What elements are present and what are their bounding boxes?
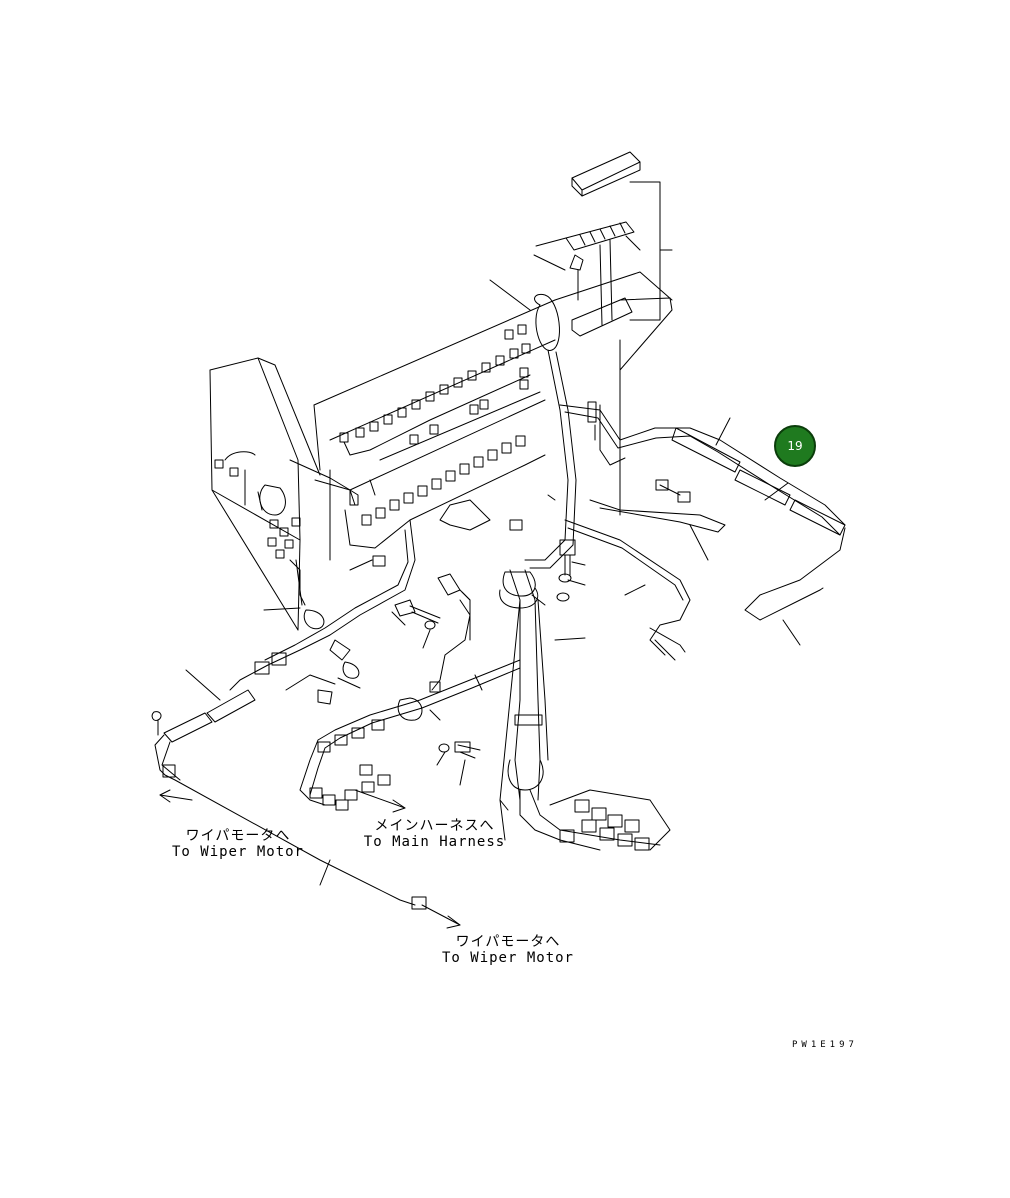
relay-row-upper <box>340 325 530 455</box>
main-harness-label: メインハーネスへ To Main Harness <box>362 818 507 850</box>
wiper-motor-label-left: ワイパモータへ To Wiper Motor <box>168 828 308 860</box>
callout-number: 19 <box>787 439 803 453</box>
relay-box <box>290 272 672 560</box>
wiper-motor-label-left-en: To Wiper Motor <box>171 844 304 860</box>
drawing-code: PW1E197 <box>792 1040 858 1050</box>
relay-row-lower <box>345 436 545 566</box>
callout-marker-19[interactable]: 19 <box>774 425 816 467</box>
direction-arrows <box>160 790 460 928</box>
wiper-motor-label-bottom-jp: ワイパモータへ <box>455 934 561 950</box>
mid-right-branch <box>565 520 690 660</box>
panel-connectors <box>215 452 375 605</box>
left-branch-harness <box>152 520 426 909</box>
wiper-motor-label-bottom-en: To Wiper Motor <box>441 950 574 966</box>
leader-lines <box>264 280 585 810</box>
side-panel <box>210 358 320 630</box>
fuse-block <box>534 152 672 515</box>
main-harness-label-jp: メインハーネスへ <box>374 818 495 834</box>
main-harness-label-en: To Main Harness <box>363 834 506 850</box>
right-branch-harness <box>560 402 845 645</box>
front-branch-harness <box>300 660 520 810</box>
wiper-motor-label-bottom: ワイパモータへ To Wiper Motor <box>438 934 578 966</box>
wiper-motor-label-left-jp: ワイパモータへ <box>185 828 291 844</box>
main-harness-trunk <box>500 294 670 850</box>
